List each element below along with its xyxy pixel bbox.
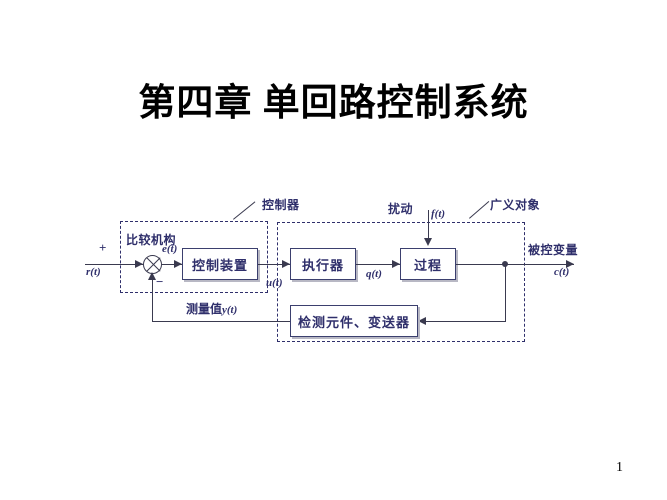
signal-error: e(t) [162,243,178,255]
line-manipulated-variable [356,264,400,265]
page-title: 第四章 单回路控制系统 [138,83,529,124]
label-disturbance: 扰动 [388,202,414,216]
sign-plus: + [99,240,107,255]
signal-disturbance: f(t) [431,208,446,220]
label-measured-value-text: 测量值 [186,302,223,316]
arrowhead-error [174,260,182,268]
arrowhead-controlled-variable [566,260,574,268]
sign-minus: − [156,274,164,289]
dashed-group-controller [120,221,268,293]
arrowhead-transmitter-input [418,317,426,325]
line-measured-value-up [152,274,153,322]
leader-line-controller [233,201,256,220]
block-process: 过程 [400,248,456,280]
block-control-device: 控制装置 [182,248,258,280]
signal-manipulated: q(t) [366,268,382,280]
line-control-output [258,264,290,265]
arrowhead-manipulated [392,260,400,268]
line-controlled-variable [456,264,574,265]
dashed-group-generalized-object [277,222,525,342]
arrowhead-setpoint [135,260,143,268]
signal-control-output: u(t) [266,277,283,289]
line-disturbance [428,210,429,242]
label-controlled-variable: 被控变量 [528,243,579,257]
arrowhead-disturbance [424,238,432,246]
line-setpoint-input [85,264,143,265]
label-measured-value: 测量值y(t) [186,300,237,317]
block-transmitter: 检测元件、变送器 [290,305,418,337]
label-generalized-object: 广义对象 [490,198,541,212]
page-number: 1 [616,460,623,475]
block-actuator: 执行器 [290,248,356,280]
label-controller-group: 控制器 [262,198,300,212]
signal-controlled-variable: c(t) [554,266,570,278]
line-error-signal [162,264,182,265]
line-measured-value [152,321,290,322]
label-measured-value-signal: y(t) [222,304,238,316]
signal-setpoint: r(t) [86,266,101,278]
arrowhead-control-output [282,260,290,268]
label-comparator: 比较机构 [126,233,177,247]
line-feedback-to-transmitter [426,321,506,322]
leader-line-generalized-object [469,200,490,219]
line-feedback-down [505,264,506,322]
arrowhead-measured-value [148,272,156,280]
